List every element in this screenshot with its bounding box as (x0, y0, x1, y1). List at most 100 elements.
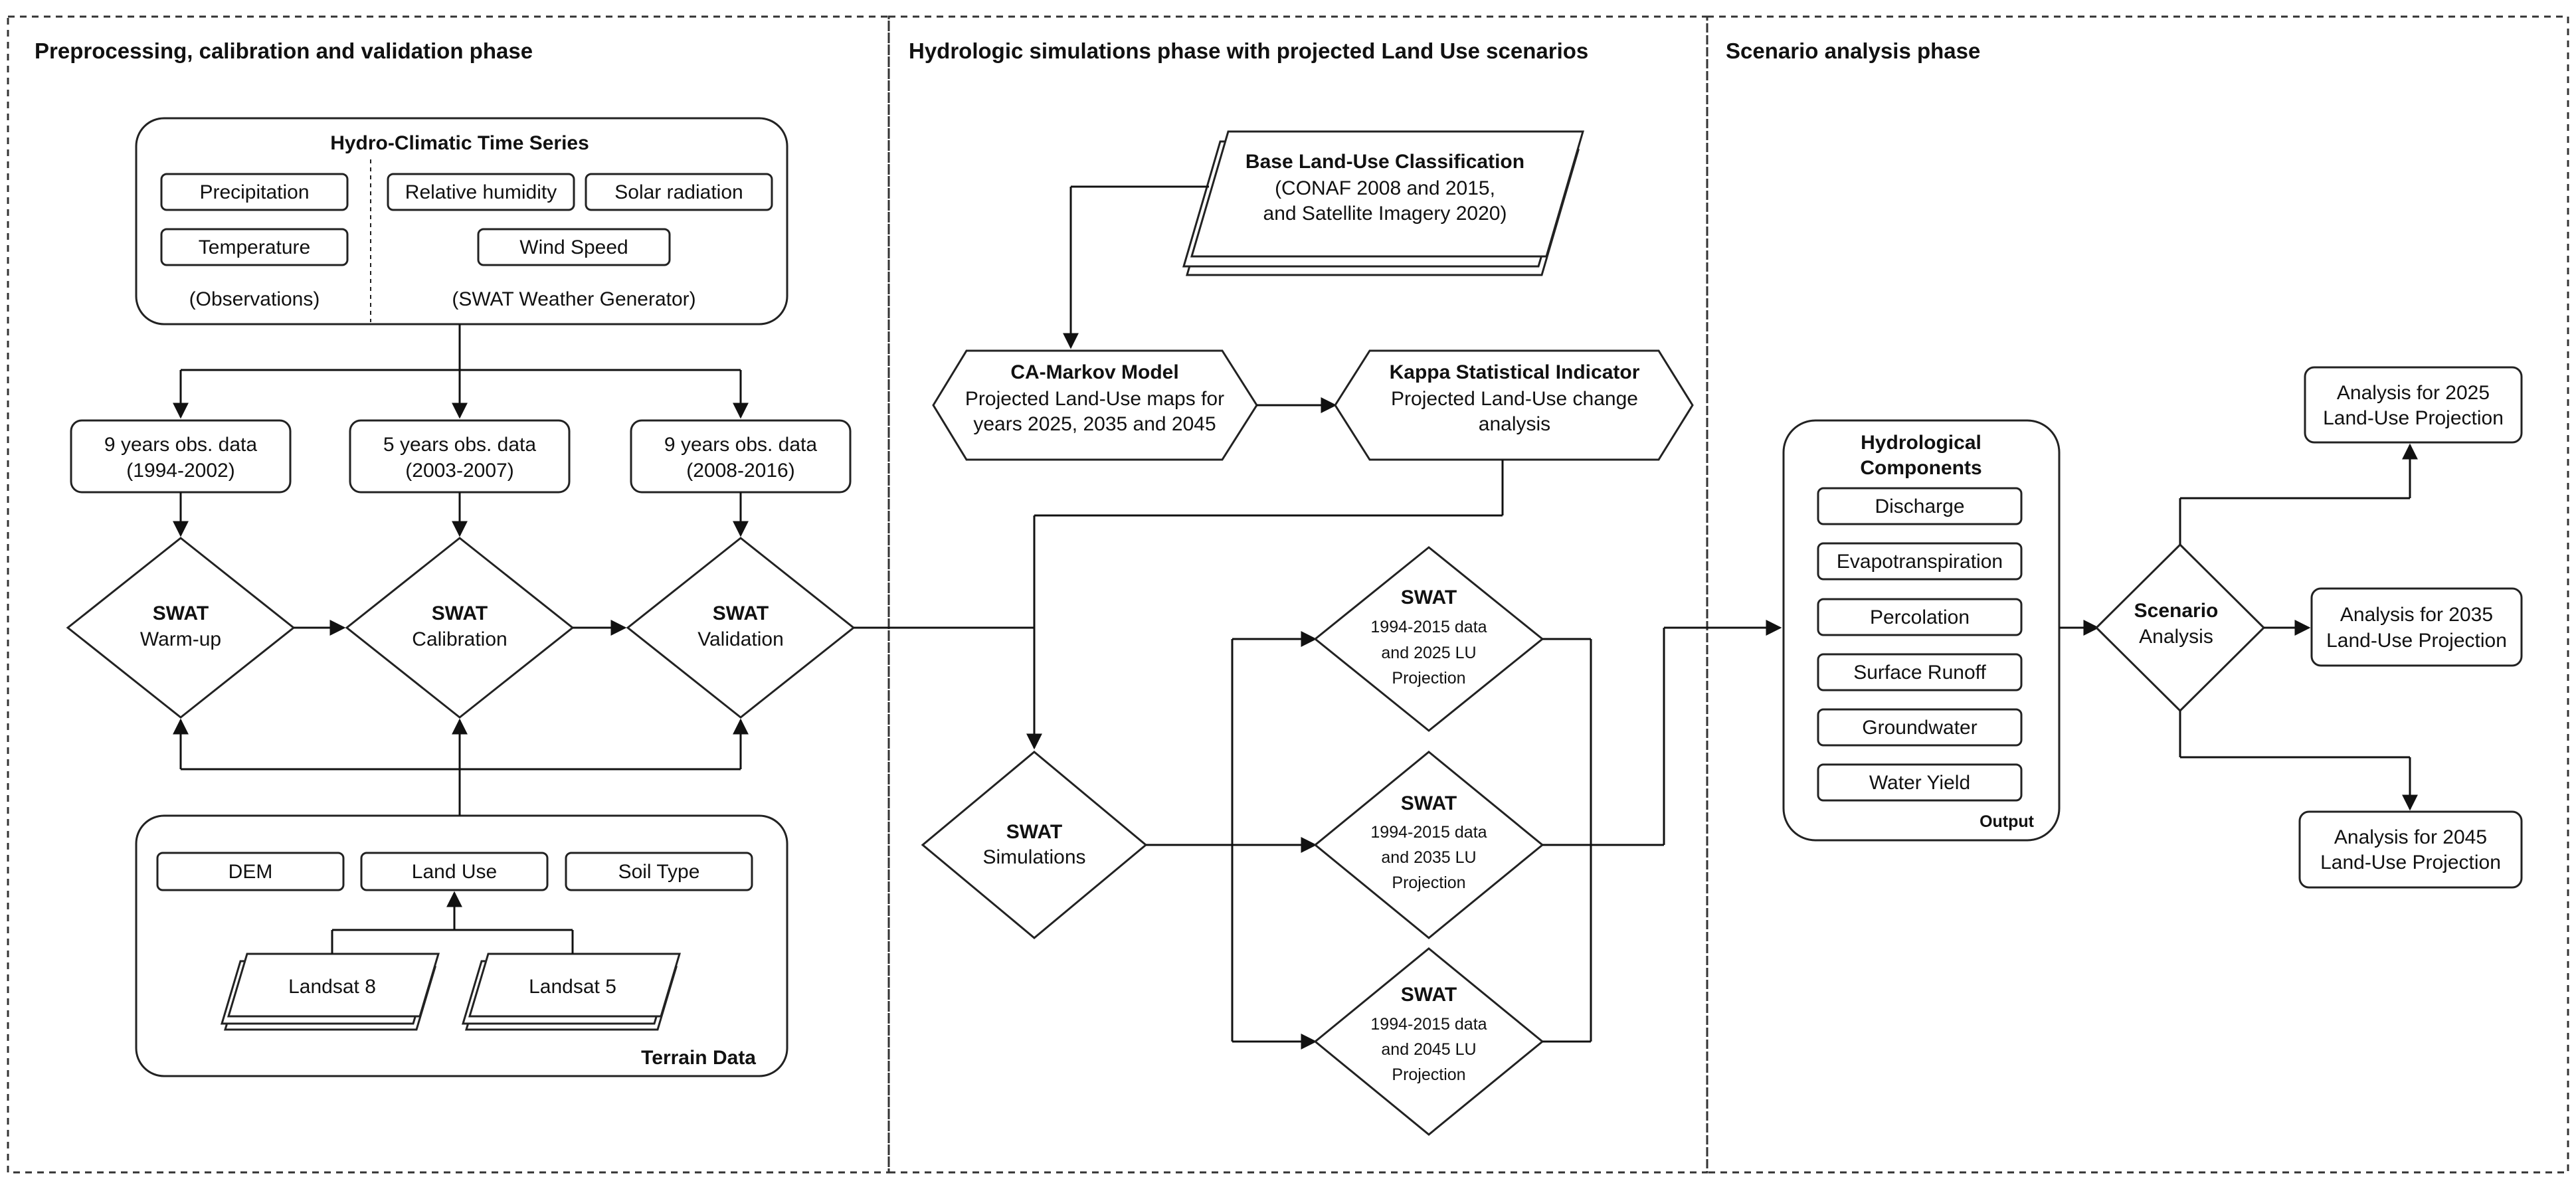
solar-radiation-label: Solar radiation (614, 181, 743, 203)
swat-2045-line2: and 2045 LU (1381, 1040, 1476, 1059)
swat-2025-title: SWAT (1401, 587, 1457, 608)
swat-2025-line1: 1994-2015 data (1370, 618, 1487, 636)
solar-radiation-box (585, 173, 773, 211)
swat-2045-line3: Projection (1392, 1065, 1465, 1084)
phase-title-scenario: Scenario analysis phase (1726, 39, 1980, 63)
evapotranspiration-box (1817, 542, 2023, 581)
period-1-line2: (1994-2002) (126, 460, 234, 482)
output-label: Output (1979, 812, 2035, 831)
swat-steps: SWAT Warm-up SWAT Calibration SWAT Valid… (66, 537, 856, 719)
period-3-line1: 9 years obs. data (664, 434, 817, 456)
hydro-climatic-title: Hydro-Climatic Time Series (330, 132, 589, 154)
soil-type-label: Soil Type (618, 861, 700, 883)
hydro-components-title-1: Hydrological (1861, 432, 1981, 454)
swat-projections: SWAT 1994-2015 data and 2025 LU Projecti… (1313, 546, 1544, 1136)
swat-2025-line3: Projection (1392, 669, 1465, 687)
swat-warmup-sub: Warm-up (140, 628, 221, 650)
analysis-2035-box (2310, 587, 2523, 667)
dem-label: DEM (229, 861, 273, 883)
terrain-data-group: Terrain Data DEM Land Use Soil Type Land… (135, 814, 788, 1077)
landsat-5-stack (461, 953, 682, 1031)
hydro-distribution-connectors (173, 324, 749, 419)
swat-validation-title: SWAT (713, 602, 769, 624)
dem-box (156, 852, 345, 891)
swat-calibration-diamond (345, 537, 575, 719)
groundwater-box (1817, 708, 2023, 747)
phase-title-preprocessing: Preprocessing, calibration and validatio… (35, 39, 533, 63)
swat-2035-line2: and 2035 LU (1381, 848, 1476, 867)
water-yield-box (1817, 763, 2023, 802)
kappa-line1: Projected Land-Use change (1391, 388, 1638, 410)
period-1-line1: 9 years obs. data (104, 434, 257, 456)
terrain-data-frame (135, 814, 788, 1077)
analysis-boxes: Analysis for 2025 Land-Use Projection An… (2298, 366, 2523, 889)
water-yield-label: Water Yield (1869, 772, 1970, 794)
swat-2025-diamond (1313, 546, 1544, 732)
swat-2045-line1: 1994-2015 data (1370, 1015, 1487, 1034)
landsat-5-label: Landsat 5 (529, 976, 616, 998)
analysis-2035-line1: Analysis for 2035 (2340, 604, 2493, 626)
period-2-line1: 5 years obs. data (383, 434, 536, 456)
land-use-box (360, 852, 549, 891)
base-land-use-line1: (CONAF 2008 and 2015, (1275, 177, 1495, 199)
projections-fanin-connectors (1542, 620, 1782, 1043)
observations-label: (Observations) (189, 288, 320, 310)
relative-humidity-box (387, 173, 575, 211)
swat-2045-diamond (1313, 947, 1544, 1136)
landsat-8-stack (220, 953, 440, 1031)
surface-runoff-box (1817, 653, 2023, 691)
period-to-swat-connectors (173, 492, 749, 537)
ca-markov-line1: Projected Land-Use maps for (965, 388, 1224, 410)
landsat-connectors (331, 891, 574, 954)
hydro-climatic-group: Hydro-Climatic Time Series Precipitation… (135, 117, 788, 325)
ca-markov-line2: years 2025, 2035 and 2045 (973, 413, 1216, 435)
swat-calibration-title: SWAT (432, 602, 488, 624)
period-boxes: 9 years obs. data (1994-2002) 5 years ob… (70, 419, 852, 494)
phase-frame-scenario (1706, 15, 2569, 1174)
terrain-data-title: Terrain Data (641, 1047, 756, 1069)
evapotranspiration-label: Evapotranspiration (1837, 551, 2003, 573)
scenario-analysis-sub: Analysis (2139, 626, 2213, 648)
hydro-components-group: Hydrological Components Discharge Evapot… (1782, 419, 2061, 842)
terrain-distribution-connectors (173, 718, 749, 816)
swat-simulations-diamond (921, 751, 1148, 939)
phase-frames (7, 15, 2569, 1174)
kappa-hexagon (1334, 349, 1694, 461)
swat-validation-diamond (626, 537, 856, 719)
analysis-2025-line2: Land-Use Projection (2323, 407, 2504, 429)
swat-2035-diamond (1313, 751, 1544, 939)
base-land-use-stack (1182, 130, 1585, 276)
discharge-box (1817, 487, 2023, 525)
swat-calibration-sub: Calibration (412, 628, 507, 650)
analysis-2035-line2: Land-Use Projection (2326, 630, 2507, 652)
base-land-use-title: Base Land-Use Classification (1245, 151, 1524, 173)
swat-2025-line2: and 2025 LU (1381, 644, 1476, 662)
surface-runoff-label: Surface Runoff (1853, 662, 1986, 684)
temperature-label: Temperature (199, 236, 310, 258)
discharge-label: Discharge (1875, 496, 1964, 517)
analysis-2025-box (2304, 366, 2523, 444)
base-land-use-line2: and Satellite Imagery 2020) (1263, 203, 1507, 225)
phase-title-hydrologic: Hydrologic simulations phase with projec… (909, 39, 1588, 63)
soil-type-box (565, 852, 753, 891)
precipitation-box (160, 173, 349, 211)
hydro-climatic-frame (135, 117, 788, 325)
relative-humidity-label: Relative humidity (405, 181, 557, 203)
swat-2035-line1: 1994-2015 data (1370, 823, 1487, 842)
land-use-label: Land Use (412, 861, 497, 883)
swat-simulations-sub: Simulations (982, 846, 1085, 868)
swat-2045-title: SWAT (1401, 984, 1457, 1006)
analysis-2045-box (2298, 810, 2523, 889)
temperature-box (160, 228, 349, 266)
period-3-line2: (2008-2016) (686, 460, 794, 482)
ca-markov-title: CA-Markov Model (1010, 361, 1178, 383)
kappa-title: Kappa Statistical Indicator (1390, 361, 1640, 383)
wind-speed-box (477, 228, 671, 266)
wind-speed-label: Wind Speed (519, 236, 628, 258)
analysis-2025-line1: Analysis for 2025 (2337, 382, 2490, 404)
analysis-2045-line1: Analysis for 2045 (2334, 826, 2487, 848)
swat-simulations-title: SWAT (1006, 821, 1062, 843)
simulations-fanout-connectors (1146, 631, 1317, 1050)
swat-2035-title: SWAT (1401, 792, 1457, 814)
